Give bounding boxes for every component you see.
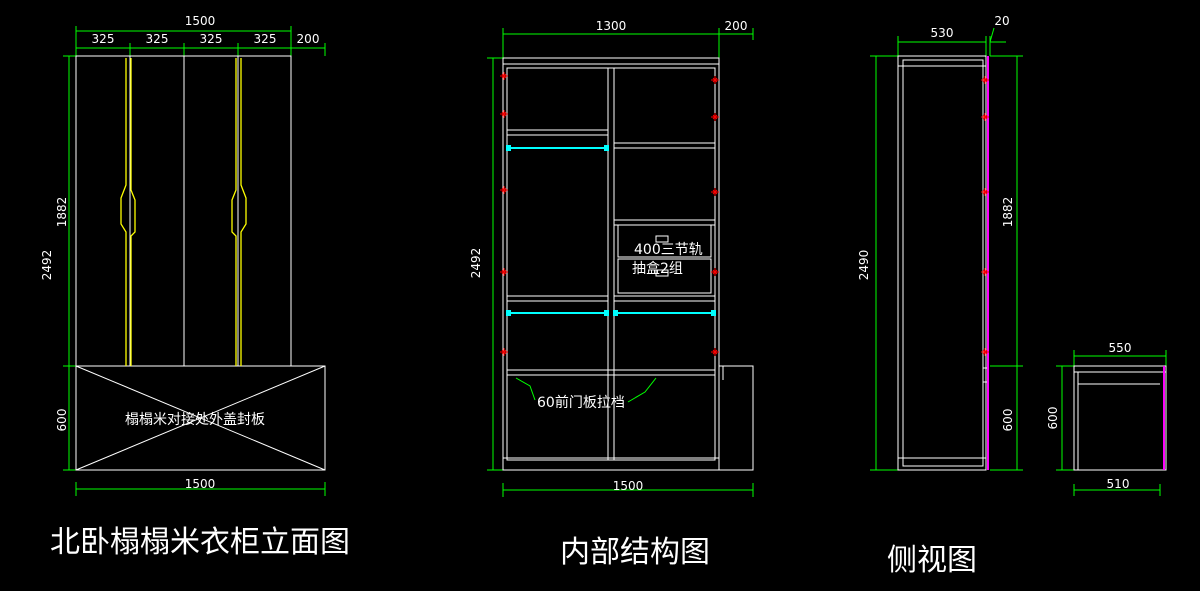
front-tatami-note: 榻榻米对接处外盖封板 (125, 411, 265, 428)
internal-rail-leader-lines (515, 377, 657, 403)
front-left-total-dim: 2492 (40, 250, 54, 281)
side-hinge-marks (981, 76, 989, 356)
side-top-edge-dim: 20 (994, 14, 1009, 28)
front-top-seg-3-dim: 325 (200, 32, 223, 46)
front-top-seg-4-dim: 325 (254, 32, 277, 46)
side-right-upper-dim: 1882 (1001, 197, 1015, 228)
side-box-top-dim: 550 (1109, 341, 1132, 355)
internal-drawer-note-1: 400三节轨 (634, 242, 703, 258)
side-box-bottom-dim: 510 (1107, 477, 1130, 491)
side-top-depth-dim: 530 (931, 26, 954, 40)
front-bottom-total-dim: 1500 (185, 477, 216, 491)
front-door-handle-grooves (120, 58, 247, 366)
front-top-seg-2-dim: 325 (146, 32, 169, 46)
front-top-seg-1-dim: 325 (92, 32, 115, 46)
internal-dimension-lines (487, 28, 754, 497)
internal-structure: 1300 200 2492 1500 (469, 19, 754, 570)
side-right-lower-dim: 600 (1001, 409, 1015, 432)
internal-top-side-dim: 200 (725, 19, 748, 33)
side-view-title: 侧视图 (887, 543, 977, 578)
internal-top-main-dim: 1300 (596, 19, 627, 33)
internal-left-total-dim: 2492 (469, 248, 483, 279)
hinge-marks (500, 72, 719, 356)
side-cabinet-outline (897, 55, 989, 471)
front-top-seg-5-dim: 200 (297, 32, 320, 46)
front-left-lower-dim: 600 (55, 409, 69, 432)
front-elevation-title: 北卧榻榻米衣柜立面图 (50, 525, 350, 560)
side-tatami-box (1073, 365, 1167, 471)
internal-structure-title: 内部结构图 (560, 535, 710, 570)
side-left-total-dim: 2490 (857, 250, 871, 281)
internal-drawer-note-2: 抽盒2组 (632, 260, 683, 277)
front-elevation: 1500 325 325 325 325 200 2492 1882 600 1… (40, 14, 350, 560)
side-box-height-dim: 600 (1046, 407, 1060, 430)
side-view: 530 20 2490 1882 600 550 510 (857, 14, 1167, 578)
front-top-total-dim: 1500 (185, 14, 216, 28)
front-wardrobe-outline (75, 55, 326, 471)
internal-rail-note: 60前门板拉档 (537, 394, 625, 411)
internal-hanging-rods (508, 147, 714, 314)
front-dimension-lines (63, 26, 326, 496)
internal-rod-brackets (506, 145, 716, 316)
internal-bottom-total-dim: 1500 (613, 479, 644, 493)
side-dimension-lines (870, 27, 1167, 496)
front-left-upper-dim: 1882 (55, 197, 69, 228)
internal-carcass (502, 57, 754, 471)
